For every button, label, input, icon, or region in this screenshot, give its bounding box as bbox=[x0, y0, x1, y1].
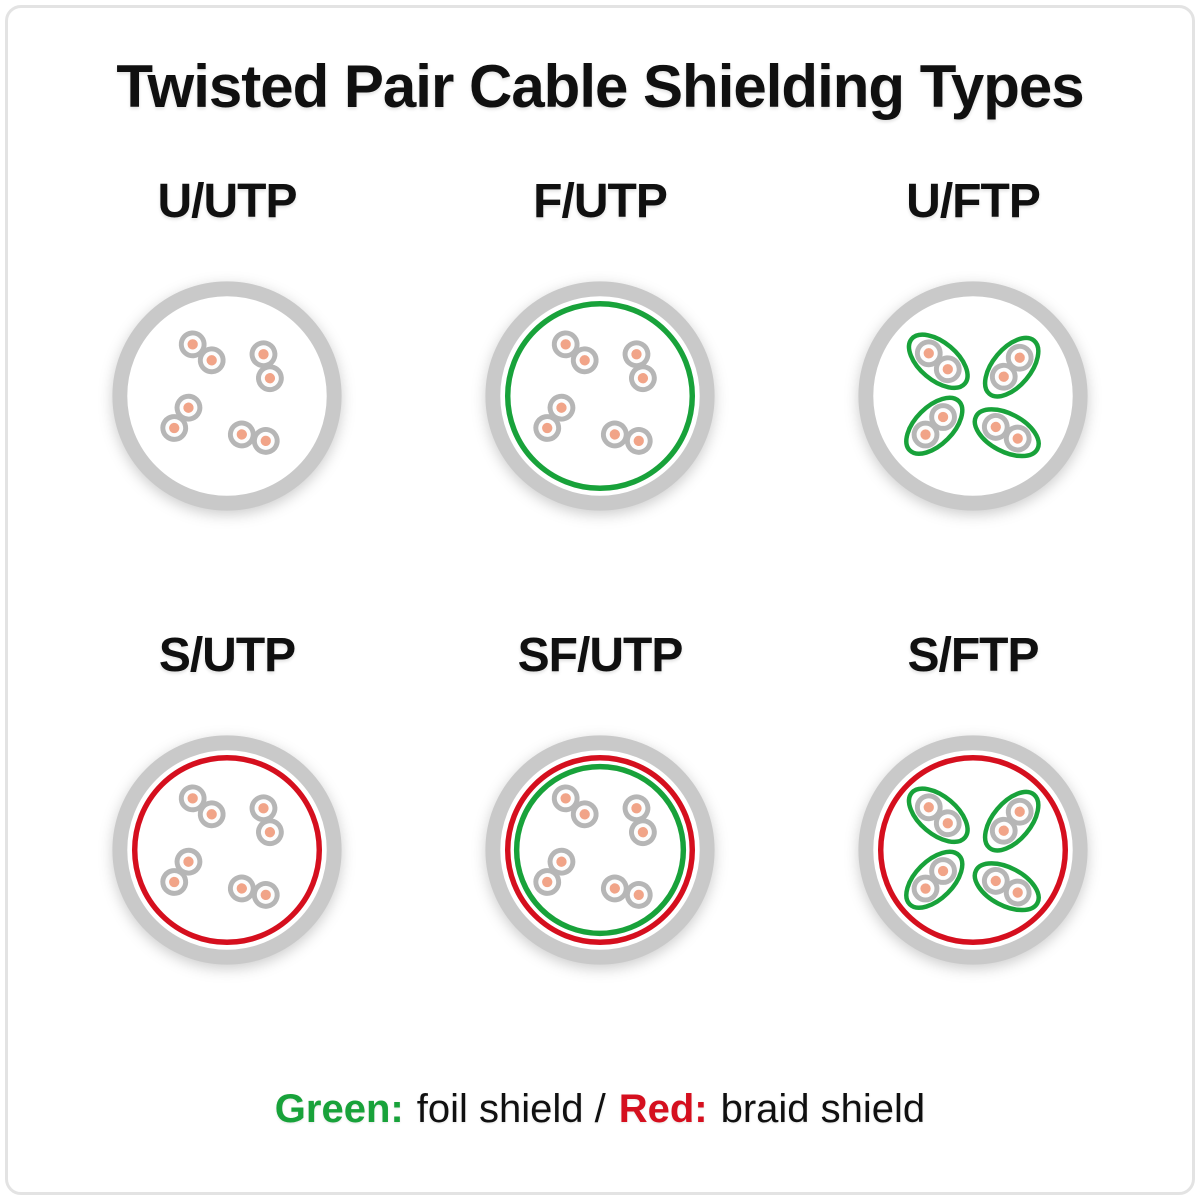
wire-pair bbox=[622, 340, 657, 393]
wire-pair bbox=[972, 407, 1041, 459]
cable-s-ftp: S/FTP bbox=[787, 625, 1160, 979]
wire-pair bbox=[178, 330, 226, 375]
wire-pair bbox=[227, 874, 280, 909]
wire-pair bbox=[533, 393, 576, 442]
cable-label-sf-utp: SF/UTP bbox=[517, 629, 684, 682]
wire-pair bbox=[160, 393, 203, 442]
wire-pair bbox=[600, 420, 653, 455]
wire-pair bbox=[982, 789, 1041, 853]
wire-pair bbox=[533, 847, 576, 896]
cable-cross-section-u-ftp bbox=[858, 281, 1088, 511]
cable-label-u-ftp: U/FTP bbox=[906, 175, 1041, 228]
wire-pair bbox=[906, 332, 970, 391]
cable-label-s-ftp: S/FTP bbox=[907, 629, 1039, 682]
legend-red-label: Red: bbox=[618, 1087, 708, 1131]
wire-pair bbox=[160, 847, 203, 896]
page-title: Twisted Pair Cable Shielding Types bbox=[116, 53, 1084, 120]
cable-cross-section-u-utp bbox=[112, 281, 342, 511]
cable-f-utp: F/UTP bbox=[414, 171, 787, 525]
wire-pair bbox=[600, 874, 653, 909]
wire-pair bbox=[249, 794, 284, 847]
cable-grid: U/UTP F/UTP U/FTP S/UTP SF/UTP S/FTP bbox=[0, 171, 1200, 979]
wire-pair bbox=[904, 395, 965, 456]
cable-sf-utp: SF/UTP bbox=[414, 625, 787, 979]
cable-cross-section-f-utp bbox=[485, 281, 715, 511]
wire-pair bbox=[906, 786, 970, 845]
cable-u-utp: U/UTP bbox=[41, 171, 414, 525]
legend-foil-text: foil shield / bbox=[416, 1087, 606, 1131]
wire-pair bbox=[622, 794, 657, 847]
wire-pair bbox=[178, 784, 226, 829]
cable-label-u-utp: U/UTP bbox=[157, 175, 298, 228]
cable-s-utp: S/UTP bbox=[41, 625, 414, 979]
cable-cross-section-s-utp bbox=[112, 735, 342, 965]
legend-green-label: Green: bbox=[274, 1087, 404, 1131]
wire-pair bbox=[551, 784, 599, 829]
cable-label-f-utp: F/UTP bbox=[533, 175, 668, 228]
wire-pair bbox=[982, 335, 1041, 399]
cable-label-s-utp: S/UTP bbox=[158, 629, 296, 682]
cable-u-ftp: U/FTP bbox=[787, 171, 1160, 525]
wire-pair bbox=[972, 861, 1041, 913]
legend-braid-text: braid shield bbox=[720, 1087, 926, 1131]
wire-pair bbox=[551, 330, 599, 375]
cable-cross-section-s-ftp bbox=[858, 735, 1088, 965]
legend: Green: foil shield / Red: braid shield bbox=[0, 1087, 1200, 1132]
wire-pair bbox=[227, 420, 280, 455]
wire-pair bbox=[904, 849, 965, 910]
cable-cross-section-sf-utp bbox=[485, 735, 715, 965]
wire-pair bbox=[249, 340, 284, 393]
